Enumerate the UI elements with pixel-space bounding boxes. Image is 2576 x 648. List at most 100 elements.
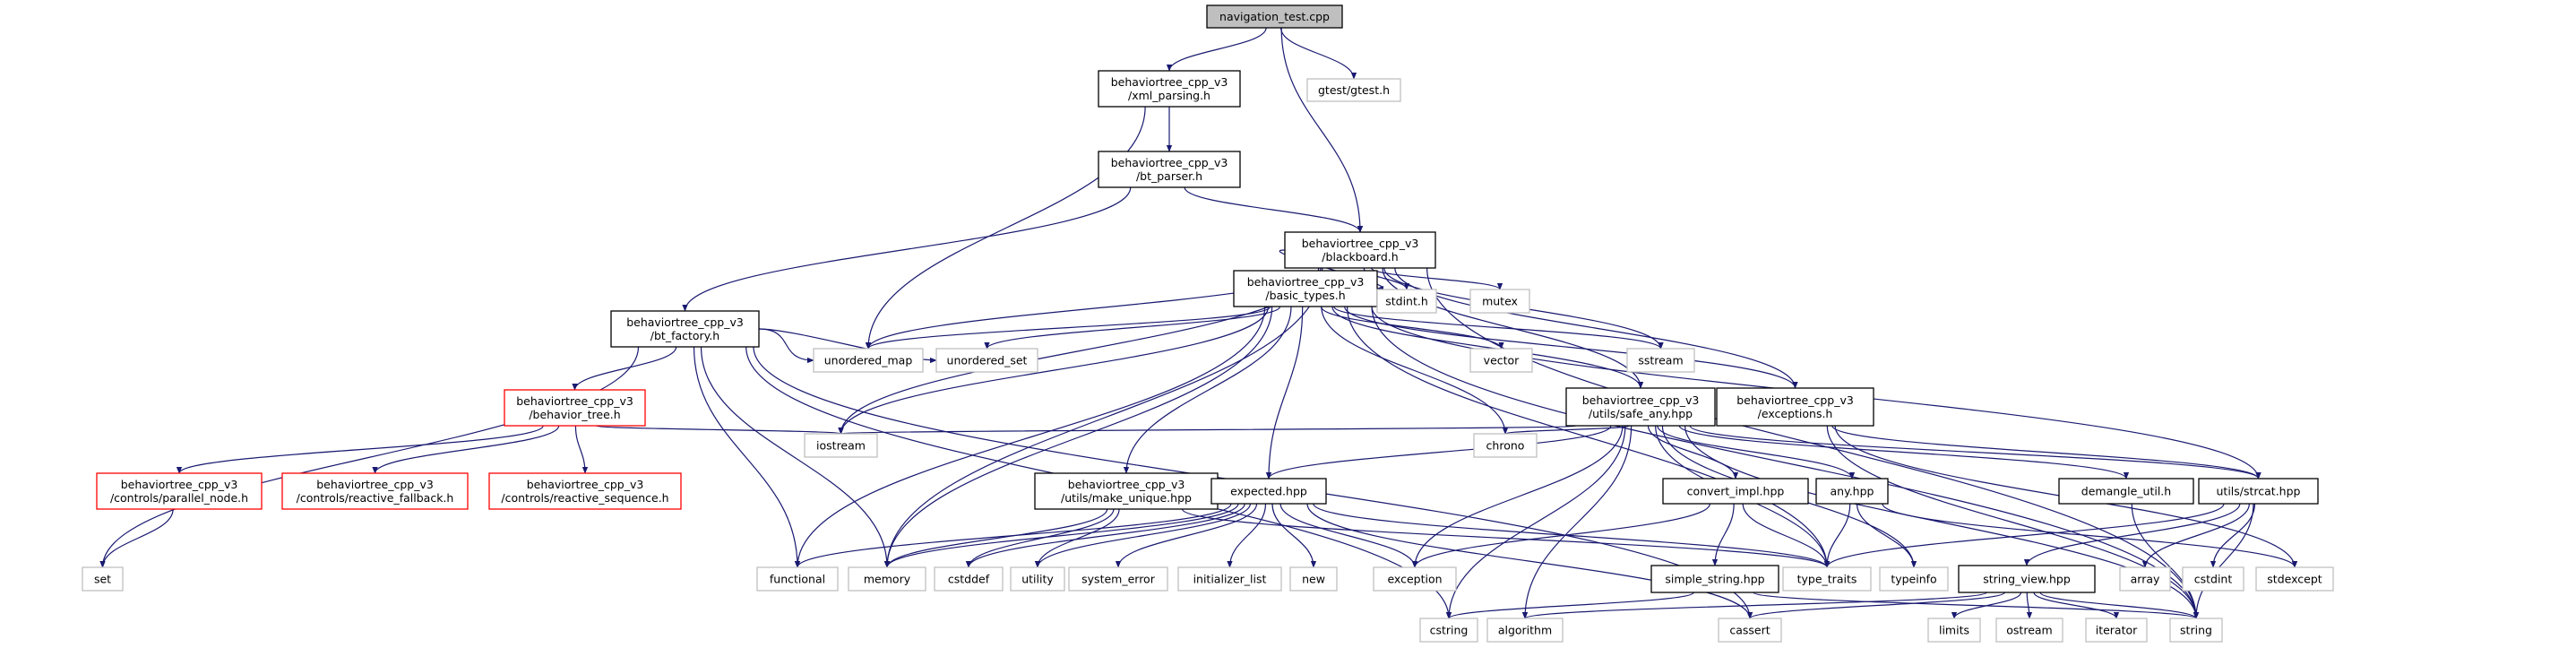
node-box — [1373, 566, 1457, 592]
node-nav[interactable]: navigation_test.cpp — [1206, 4, 1343, 29]
edge-expected-to-typetraits — [1313, 503, 1831, 568]
node-box — [96, 472, 263, 510]
node-label: expected.hpp — [1230, 485, 1307, 498]
edge-makeuniq-to-typetraits — [1181, 508, 1831, 568]
node-sstream: sstream — [1626, 348, 1695, 373]
node-box — [804, 433, 878, 458]
node-label: utility — [1021, 573, 1054, 586]
node-strcat[interactable]: utils/strcat.hpp — [2198, 478, 2319, 505]
node-label: behaviortree_cpp_v3/xml_parsing.h — [1111, 75, 1228, 102]
edge-strview-to-cassert — [1746, 592, 2005, 619]
edge-expected-to-utility — [1034, 503, 1251, 568]
edge-strview-to-algorithm — [1522, 592, 1987, 619]
edge-safeany-to-strcat — [1689, 425, 2262, 480]
node-xml[interactable]: behaviortree_cpp_v3/xml_parsing.h — [1098, 70, 1241, 108]
node-convert[interactable]: convert_impl.hpp — [1662, 478, 1809, 505]
edge-basic-to-makeuniq — [1123, 306, 1292, 474]
edge-btree-to-rsequence — [574, 425, 589, 474]
edge-makeuniq-to-memory — [883, 508, 1108, 568]
edge-basic-to-chrono — [1321, 306, 1509, 435]
edge-strcat-to-cstdint — [2210, 503, 2256, 568]
node-box — [2085, 618, 2148, 643]
edge-basic-to-umap — [865, 306, 1271, 350]
node-box — [1565, 387, 1716, 427]
node-strview[interactable]: string_view.hpp — [1958, 565, 2096, 593]
edge-factory-to-btree — [572, 346, 677, 391]
node-iterator: iterator — [2085, 618, 2148, 643]
node-parallel[interactable]: behaviortree_cpp_v3/controls/parallel_no… — [96, 472, 263, 510]
edge-safeany-to-iostream — [839, 425, 1578, 435]
node-box — [1879, 566, 1949, 592]
node-bb[interactable]: behaviortree_cpp_v3/blackboard.h — [1284, 231, 1436, 269]
node-label: string — [2180, 624, 2212, 637]
edge-basic-to-memory — [883, 306, 1273, 568]
node-stdexcept: stdexcept — [2255, 566, 2334, 592]
node-box — [1718, 618, 1782, 643]
node-box — [1958, 565, 2096, 593]
node-box — [1469, 289, 1530, 314]
node-expected[interactable]: expected.hpp — [1210, 478, 1327, 505]
node-parser[interactable]: behaviortree_cpp_v3/bt_parser.h — [1098, 151, 1241, 188]
edge-any-to-typeinfo — [1856, 503, 1917, 568]
node-factory[interactable]: behaviortree_cpp_v3/bt_factory.h — [610, 310, 760, 348]
node-safeany[interactable]: behaviortree_cpp_v3/utils/safe_any.hpp — [1565, 387, 1716, 427]
edge-basic-to-iostream — [838, 306, 1270, 435]
node-box — [1068, 566, 1168, 592]
node-ostream: ostream — [1995, 618, 2063, 643]
node-box — [1486, 618, 1564, 643]
node-label: gtest/gtest.h — [1318, 83, 1390, 97]
node-demangle[interactable]: demangle_util.h — [2058, 478, 2194, 505]
node-algorithm: algorithm — [1486, 618, 1564, 643]
node-makeuniq[interactable]: behaviortree_cpp_v3/utils/make_unique.hp… — [1034, 472, 1219, 510]
node-box — [934, 566, 1004, 592]
node-label: utils/strcat.hpp — [2217, 485, 2301, 498]
node-box — [281, 472, 469, 510]
node-array: array — [2119, 566, 2171, 592]
node-box — [1306, 78, 1401, 102]
node-label: cstddef — [948, 573, 990, 586]
node-box — [2119, 566, 2171, 592]
node-label: string_view.hpp — [1983, 573, 2071, 586]
node-rsequence[interactable]: behaviortree_cpp_v3/controls/reactive_se… — [488, 472, 682, 510]
node-exc[interactable]: behaviortree_cpp_v3/exceptions.h — [1716, 387, 1874, 427]
edge-exc-to-string — [1826, 425, 2200, 619]
node-cstring: cstring — [1419, 618, 1478, 643]
node-set: set — [82, 566, 124, 592]
edge-exc-to-strcat — [1831, 425, 2262, 480]
node-label: unordered_set — [947, 354, 1028, 367]
node-label: behaviortree_cpp_v3/controls/parallel_no… — [110, 478, 248, 505]
edge-btree-to-rfallback — [372, 425, 560, 474]
node-box — [1716, 387, 1874, 427]
node-box — [1177, 566, 1282, 592]
node-functional: functional — [756, 566, 839, 592]
node-label: memory — [864, 573, 911, 586]
edge-bb-to-mutex — [1370, 267, 1503, 290]
node-label: behaviortree_cpp_v3/controls/reactive_se… — [501, 478, 668, 505]
node-simplestr[interactable]: simple_string.hpp — [1650, 565, 1779, 593]
node-box — [1782, 566, 1872, 592]
node-any[interactable]: any.hpp — [1815, 478, 1889, 505]
node-chrono: chrono — [1473, 433, 1538, 458]
edges — [99, 27, 2298, 619]
node-basic[interactable]: behaviortree_cpp_v3/basic_types.h — [1233, 270, 1378, 307]
node-limits: limits — [1927, 618, 1981, 643]
node-label: limits — [1939, 624, 1969, 637]
edge-basic-to-safeany — [1331, 306, 1644, 389]
node-label: convert_impl.hpp — [1687, 485, 1785, 498]
node-rfallback[interactable]: behaviortree_cpp_v3/controls/reactive_fa… — [281, 472, 469, 510]
node-label: cassert — [1729, 624, 1770, 637]
node-label: behaviortree_cpp_v3/utils/safe_any.hpp — [1582, 393, 1700, 420]
edge-safeany-to-cstring — [1445, 425, 1626, 619]
node-label: mutex — [1482, 295, 1518, 308]
node-btree[interactable]: behaviortree_cpp_v3/behavior_tree.h — [504, 389, 646, 427]
node-label: set — [94, 573, 111, 586]
node-box — [2058, 478, 2194, 505]
node-label: behaviortree_cpp_v3/blackboard.h — [1302, 237, 1419, 264]
node-uset: unordered_set — [935, 348, 1038, 373]
node-label: exception — [1387, 573, 1442, 586]
edge-basic-to-uset — [984, 306, 1281, 350]
node-label: stdexcept — [2267, 573, 2322, 586]
edge-demangle-to-string — [2131, 503, 2200, 619]
edge-parser-to-bb — [1184, 186, 1364, 233]
